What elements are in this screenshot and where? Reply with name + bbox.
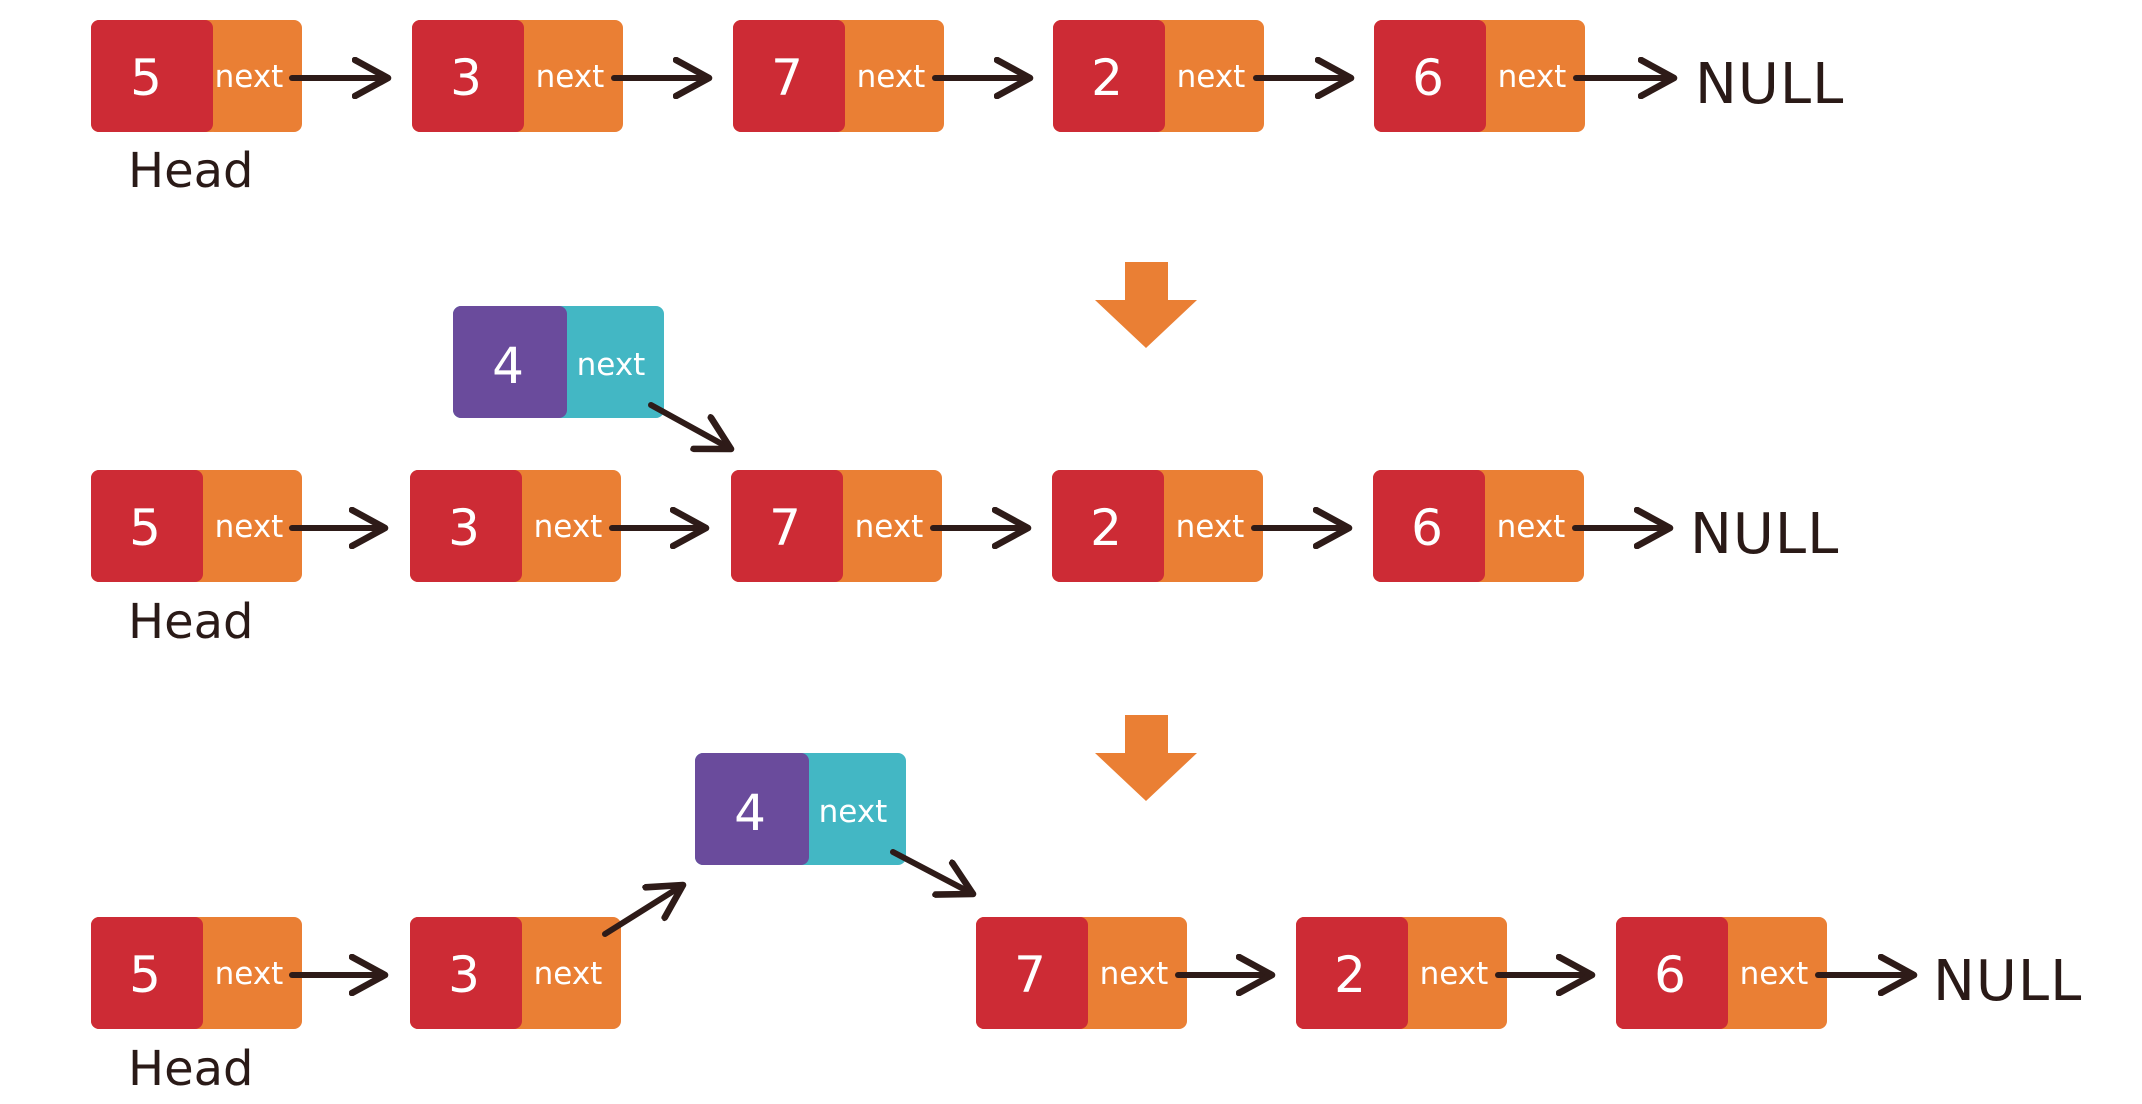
node-next-label: next xyxy=(215,509,284,545)
node-value-cell xyxy=(1616,917,1728,1029)
node-value: 4 xyxy=(734,784,766,842)
node-next-label: next xyxy=(1498,59,1567,95)
node-value: 5 xyxy=(130,49,162,107)
head-label: Head xyxy=(128,143,254,199)
arrow-right-icon xyxy=(602,885,683,937)
row-1-node-4: 2 next xyxy=(1053,20,1264,132)
node-value-cell xyxy=(410,917,522,1029)
node-next-label: next xyxy=(534,956,603,992)
row-3-new-node: 4 next xyxy=(695,753,906,865)
row-3-node-5: 6 next xyxy=(1616,917,1827,1029)
node-value: 2 xyxy=(1090,499,1122,557)
node-value: 2 xyxy=(1091,49,1123,107)
node-value: 6 xyxy=(1654,946,1686,1004)
node-next-label: next xyxy=(215,59,284,95)
row-3-list-after-insertion: 5 next 3 next 4 next 7 next 2 xyxy=(91,753,2082,1097)
head-label: Head xyxy=(128,1041,254,1097)
node-next-label: next xyxy=(1497,509,1566,545)
node-value-cell xyxy=(1373,470,1485,582)
node-next-label: next xyxy=(857,59,926,95)
row-1-node-5: 6 next xyxy=(1374,20,1585,132)
row-2-new-node: 4 next xyxy=(453,306,664,418)
row-2-node-1: 5 next xyxy=(91,470,302,582)
node-value-cell xyxy=(1053,20,1165,132)
row-2-node-5: 6 next xyxy=(1373,470,1584,582)
node-value: 7 xyxy=(771,49,803,107)
node-next-label: next xyxy=(577,347,646,383)
node-value-cell xyxy=(1374,20,1486,132)
node-value: 3 xyxy=(448,499,480,557)
node-next-label: next xyxy=(1100,956,1169,992)
arrow-right-icon xyxy=(648,402,731,449)
arrow-right-icon xyxy=(890,849,973,894)
row-3-node-3: 7 next xyxy=(976,917,1187,1029)
node-value-cell xyxy=(731,470,843,582)
row-2-list-with-new-node: 4 next 5 next 3 next 7 next 2 xyxy=(91,306,1839,650)
row-1-node-2: 3 next xyxy=(412,20,623,132)
down-arrow-icon xyxy=(1095,715,1197,801)
node-value-cell xyxy=(976,917,1088,1029)
node-value: 7 xyxy=(1014,946,1046,1004)
row-3-node-4: 2 next xyxy=(1296,917,1507,1029)
row-1-original-list: 5 next 3 next 7 next 2 next 6 xyxy=(91,20,1844,199)
node-value-cell xyxy=(733,20,845,132)
row-2-node-4: 2 next xyxy=(1052,470,1263,582)
down-arrow-icon xyxy=(1095,262,1197,348)
row-3-node-2: 3 next xyxy=(410,917,621,1029)
node-value-cell xyxy=(91,20,213,132)
node-value: 5 xyxy=(129,499,161,557)
node-next-label: next xyxy=(819,794,888,830)
row-2-node-2: 3 next xyxy=(410,470,621,582)
node-value: 3 xyxy=(448,946,480,1004)
node-value: 6 xyxy=(1411,499,1443,557)
null-label: NULL xyxy=(1690,502,1839,567)
row-1-node-1: 5 next xyxy=(91,20,302,132)
row-1-node-3: 7 next xyxy=(733,20,944,132)
node-next-label: next xyxy=(534,509,603,545)
node-next-cell xyxy=(206,20,302,132)
node-value-cell xyxy=(695,753,809,865)
node-next-label: next xyxy=(215,956,284,992)
node-value-cell xyxy=(412,20,524,132)
node-next-label: next xyxy=(1177,59,1246,95)
node-next-label: next xyxy=(855,509,924,545)
node-value: 4 xyxy=(492,337,524,395)
node-value-cell xyxy=(1052,470,1164,582)
node-value: 2 xyxy=(1334,946,1366,1004)
node-next-label: next xyxy=(1420,956,1489,992)
node-next-label: next xyxy=(536,59,605,95)
node-value-cell xyxy=(91,917,203,1029)
node-next-label: next xyxy=(1740,956,1809,992)
node-value: 3 xyxy=(450,49,482,107)
null-label: NULL xyxy=(1933,949,2082,1014)
node-value-cell xyxy=(410,470,522,582)
node-value: 6 xyxy=(1412,49,1444,107)
row-2-node-3: 7 next xyxy=(731,470,942,582)
node-value-cell xyxy=(453,306,567,418)
node-value-cell xyxy=(1296,917,1408,1029)
row-3-node-1: 5 next xyxy=(91,917,302,1029)
node-value-cell xyxy=(91,470,203,582)
node-value: 5 xyxy=(129,946,161,1004)
head-label: Head xyxy=(128,594,254,650)
null-label: NULL xyxy=(1695,52,1844,117)
node-value: 7 xyxy=(769,499,801,557)
node-next-label: next xyxy=(1176,509,1245,545)
